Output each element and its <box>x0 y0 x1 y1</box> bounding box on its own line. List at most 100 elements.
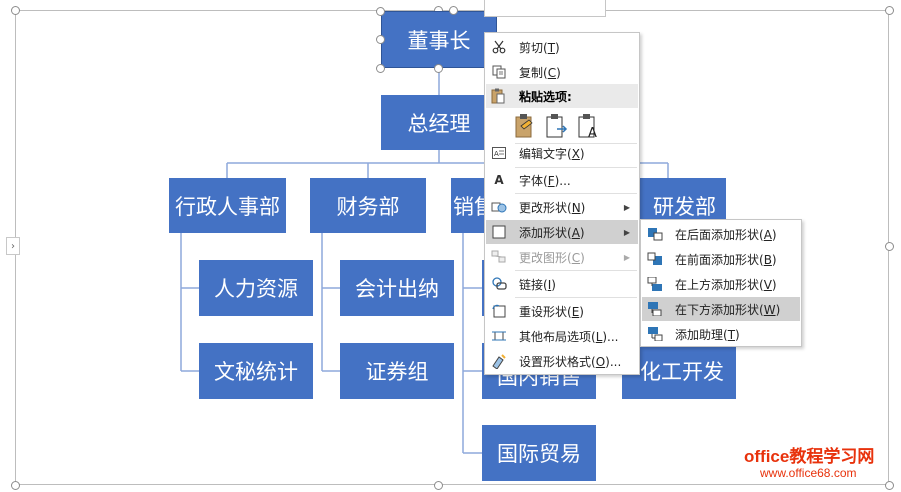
cut-end: ) <box>555 40 560 55</box>
paste-keep-source-formatting-icon[interactable] <box>545 113 569 139</box>
edit-text-key: X <box>571 146 580 161</box>
menu-separator <box>515 270 637 271</box>
add-below-icon <box>647 301 663 317</box>
gm-box[interactable]: 总经理 <box>381 95 497 150</box>
clipboard-icon <box>491 88 505 107</box>
shape-handle-b[interactable] <box>434 64 443 73</box>
add-before-icon <box>647 251 663 267</box>
menu-item-format-shape[interactable]: 设置形状格式(O)... <box>486 349 638 373</box>
resize-handle-right[interactable] <box>885 242 894 251</box>
submenu-item-add-above[interactable]: 在上方添加形状(V) <box>642 272 800 296</box>
resize-handle-bottom[interactable] <box>434 481 443 490</box>
watermark-title: office教程学习网 <box>744 447 875 466</box>
change-graphic-key: C <box>571 250 581 265</box>
copy-icon <box>491 64 507 80</box>
format-shape-key: O <box>595 354 606 369</box>
submenu-item-add-below[interactable]: 在下方添加形状(W) <box>642 297 800 321</box>
layout-options-key: L <box>595 329 603 344</box>
submenu-item-add-before[interactable]: 在前面添加形状(B) <box>642 247 800 271</box>
add-above-icon <box>647 276 663 292</box>
watermark-url: www.office68.com <box>760 466 857 480</box>
box-hr[interactable]: 人力资源 <box>199 260 313 316</box>
menu-item-layout-options[interactable]: 其他布局选项(L)... <box>486 324 638 348</box>
mini-toolbar[interactable] <box>484 0 606 17</box>
submenu-item-add-assistant[interactable]: 添加助理(T) <box>642 322 800 346</box>
add-shape-key: A <box>571 225 580 240</box>
format-shape-label: 设置形状格式( <box>519 354 596 369</box>
menu-item-font[interactable]: A 字体(F)... <box>486 168 638 192</box>
add-below-key: W <box>763 302 776 317</box>
submenu-arrow-icon: ▶ <box>623 252 630 262</box>
menu-item-copy[interactable]: 复制(C) <box>486 60 638 84</box>
shape-handle-l[interactable] <box>376 35 385 44</box>
menu-item-change-shape[interactable]: 更改形状(N) ▶ <box>486 195 638 219</box>
menu-item-reset-shape[interactable]: 重设形状(E) <box>486 299 638 323</box>
edit-text-icon: A <box>491 145 507 161</box>
paste-keep-text-only-icon[interactable]: A <box>577 113 601 141</box>
menu-item-cut[interactable]: 剪切(T) <box>486 35 638 59</box>
reset-shape-icon <box>491 303 507 319</box>
cut-label: 剪切( <box>519 40 548 55</box>
add-before-key: B <box>763 252 772 267</box>
reset-shape-label: 重设形状( <box>519 304 572 319</box>
change-graphic-icon <box>491 249 507 265</box>
format-shape-end: )... <box>605 354 622 369</box>
context-menu: 剪切(T) 复制(C) 粘贴选项: A A 编辑文字(X) A 字体(F)... <box>484 32 640 375</box>
menu-separator <box>515 167 637 168</box>
paste-options-header: 粘贴选项: <box>486 84 638 108</box>
font-key: F <box>547 173 555 188</box>
copy-label: 复制( <box>519 65 548 80</box>
submenu-arrow-icon: ▶ <box>623 202 630 212</box>
link-icon <box>491 276 507 292</box>
shape-handle-t[interactable] <box>449 6 458 15</box>
change-graphic-end: ) <box>580 250 585 265</box>
box-intl-trade[interactable]: 国际贸易 <box>482 425 596 481</box>
box-secretary[interactable]: 文秘统计 <box>199 343 313 399</box>
scissors-icon <box>491 39 507 55</box>
text-pane-toggle[interactable]: › <box>6 237 20 255</box>
resize-handle-bottom-right[interactable] <box>885 481 894 490</box>
add-above-key: V <box>763 277 772 292</box>
add-shape-end: ) <box>579 225 585 240</box>
svg-text:A: A <box>588 126 597 139</box>
add-assistant-label: 添加助理( <box>675 327 728 342</box>
ceo-box[interactable]: 董事长 <box>381 11 497 68</box>
font-icon: A <box>494 173 504 187</box>
add-assistant-icon <box>647 326 663 342</box>
submenu-arrow-icon: ▶ <box>623 227 630 237</box>
font-label: 字体( <box>519 173 548 188</box>
add-after-icon <box>647 226 663 242</box>
box-securities[interactable]: 证券组 <box>340 343 454 399</box>
menu-separator <box>515 297 637 298</box>
change-shape-end: ) <box>580 200 586 215</box>
add-after-key: A <box>763 227 772 242</box>
add-shape-icon <box>491 224 507 240</box>
resize-handle-bottom-left[interactable] <box>11 481 20 490</box>
menu-separator <box>515 193 637 194</box>
submenu-item-add-after[interactable]: 在后面添加形状(A) <box>642 222 800 246</box>
change-graphic-label: 更改图形( <box>519 250 572 265</box>
dept-box-admin[interactable]: 行政人事部 <box>169 178 286 233</box>
paste-options-row: A <box>513 113 623 141</box>
edit-text-end: ) <box>579 146 585 161</box>
add-shape-label: 添加形状( <box>519 225 572 240</box>
paste-options-label: 粘贴选项: <box>519 89 572 104</box>
shape-handle-tl[interactable] <box>376 7 385 16</box>
layout-options-end: )... <box>602 329 619 344</box>
menu-item-add-shape[interactable]: 添加形状(A) ▶ <box>486 220 638 244</box>
box-chem-dev[interactable]: 化工开发 <box>622 343 736 399</box>
add-above-label: 在上方添加形状( <box>675 277 764 292</box>
shape-handle-bl[interactable] <box>376 64 385 73</box>
menu-item-link[interactable]: 链接(I) <box>486 272 638 296</box>
add-before-end: ) <box>771 252 777 267</box>
resize-handle-top-right[interactable] <box>885 6 894 15</box>
copy-key: C <box>547 65 557 80</box>
resize-handle-top-left[interactable] <box>11 6 20 15</box>
change-shape-key: N <box>571 200 581 215</box>
layout-options-icon <box>491 328 507 344</box>
dept-box-finance[interactable]: 财务部 <box>310 178 426 233</box>
paste-use-destination-theme-icon[interactable] <box>513 113 537 139</box>
menu-separator <box>515 143 637 144</box>
menu-item-edit-text[interactable]: A 编辑文字(X) <box>486 141 638 165</box>
box-accounting[interactable]: 会计出纳 <box>340 260 454 316</box>
